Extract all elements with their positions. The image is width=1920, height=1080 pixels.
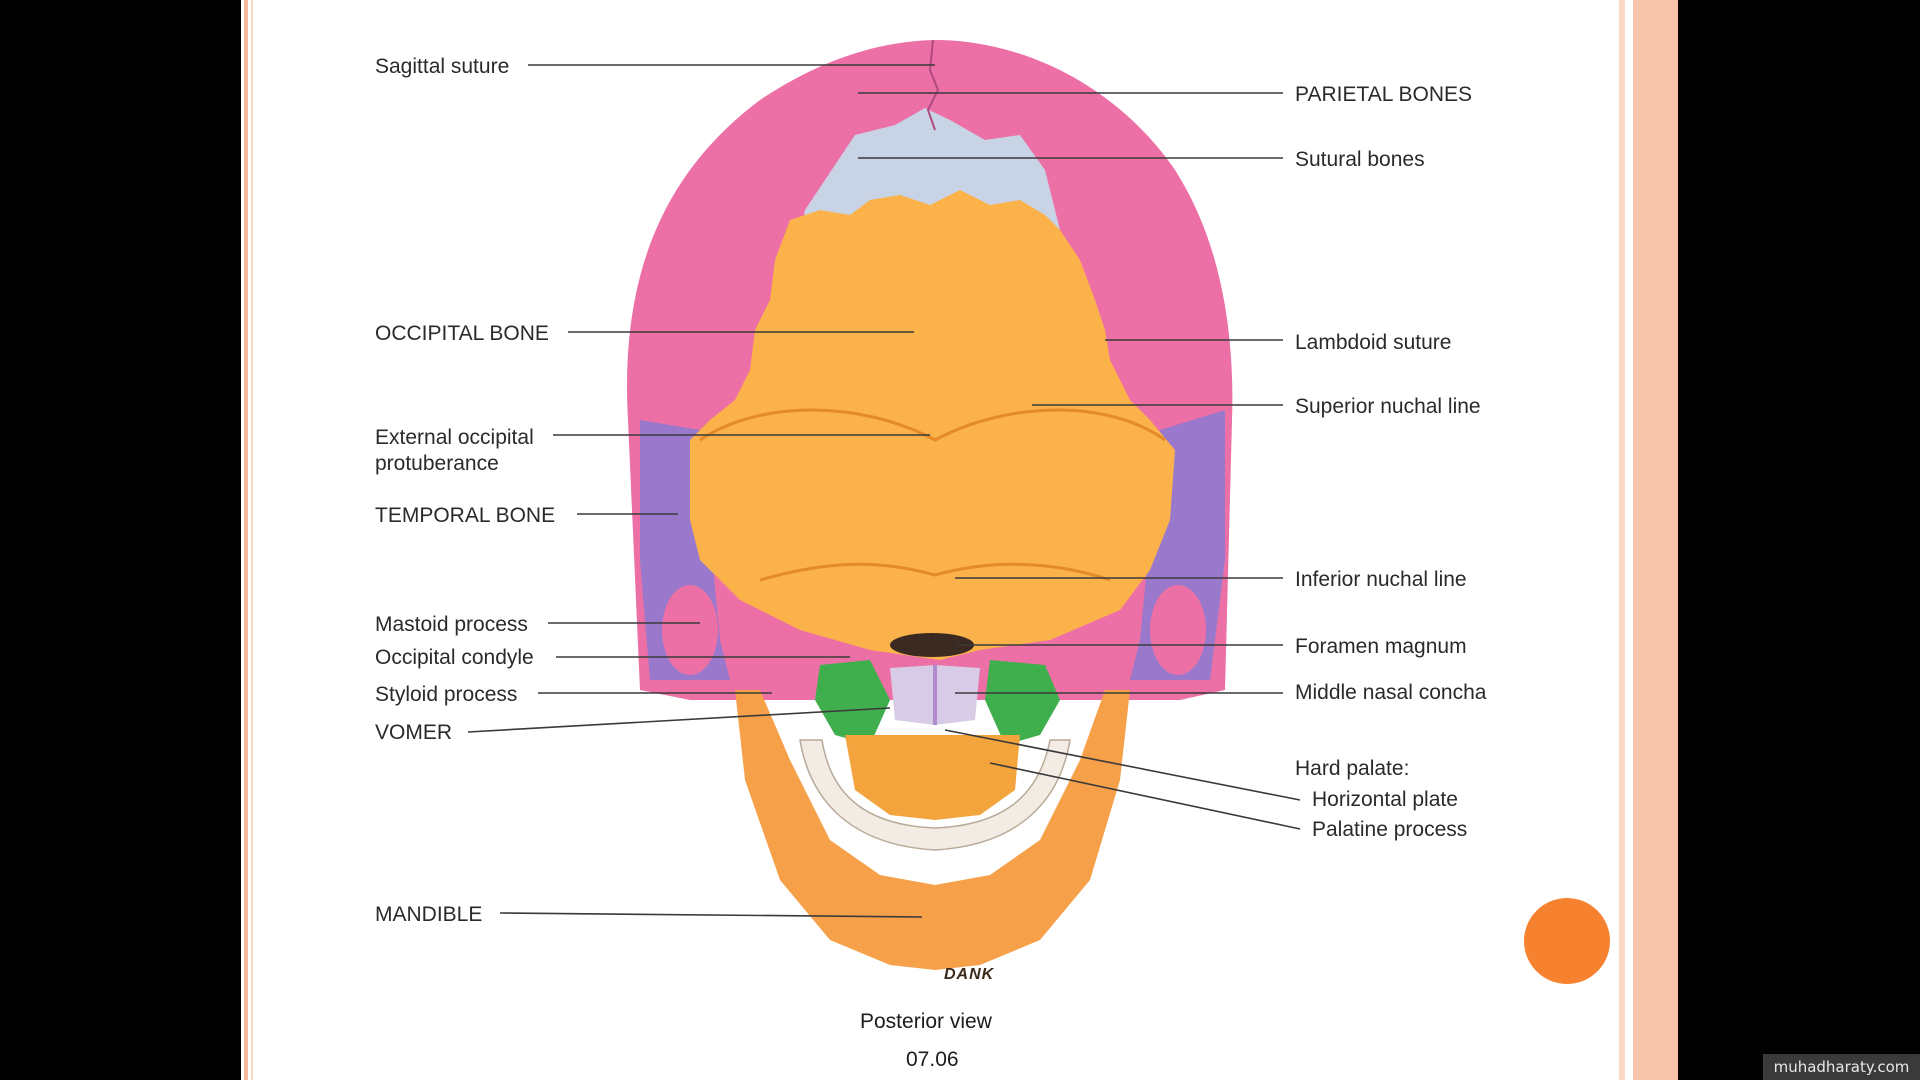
nasal-concha-right bbox=[985, 660, 1060, 745]
label-occipital-bone: OCCIPITAL BONE bbox=[375, 322, 549, 345]
foramen-magnum-shape bbox=[890, 633, 974, 657]
occipital-bone-shape bbox=[690, 190, 1175, 660]
label-horizontal-plate: Horizontal plate bbox=[1312, 788, 1458, 811]
mastoid-right bbox=[1150, 585, 1206, 675]
label-mandible: MANDIBLE bbox=[375, 903, 483, 926]
hard-palate-shape bbox=[845, 735, 1020, 820]
label-lambdoid-suture: Lambdoid suture bbox=[1295, 331, 1452, 354]
superior-nuchal-curve bbox=[699, 408, 1166, 442]
label-external-occipital-line2: protuberance bbox=[375, 452, 499, 475]
label-mastoid-process: Mastoid process bbox=[375, 613, 528, 636]
caption-view: Posterior view bbox=[860, 1010, 992, 1033]
label-temporal-bone: TEMPORAL BONE bbox=[375, 504, 556, 527]
label-foramen-magnum: Foramen magnum bbox=[1295, 635, 1467, 658]
label-sagittal-suture: Sagittal suture bbox=[375, 55, 510, 78]
label-sutural-bones: Sutural bones bbox=[1295, 148, 1425, 171]
inferior-nuchal-curve bbox=[759, 562, 1111, 582]
left-border-stripe bbox=[244, 0, 248, 1080]
right-border-stripe bbox=[1633, 0, 1678, 1080]
label-palatine-process: Palatine process bbox=[1312, 818, 1468, 841]
caption-figure-number: 07.06 bbox=[906, 1048, 959, 1071]
label-superior-nuchal-line: Superior nuchal line bbox=[1295, 395, 1481, 418]
mandible-shape bbox=[735, 690, 1130, 970]
label-styloid-process: Styloid process bbox=[375, 683, 518, 706]
right-black-bar bbox=[1678, 0, 1920, 1080]
label-inferior-nuchal-line: Inferior nuchal line bbox=[1295, 568, 1467, 591]
accent-circle bbox=[1524, 898, 1610, 984]
label-vomer: VOMER bbox=[375, 721, 453, 744]
label-parietal-bones: PARIETAL BONES bbox=[1295, 83, 1472, 106]
mastoid-left bbox=[662, 585, 718, 675]
label-external-occipital-line1: External occipital bbox=[375, 426, 534, 449]
left-black-bar bbox=[0, 0, 241, 1080]
right-border-stripe-thin bbox=[1619, 0, 1625, 1080]
label-occipital-condyle: Occipital condyle bbox=[375, 646, 534, 669]
label-middle-nasal-concha: Middle nasal concha bbox=[1295, 681, 1487, 704]
watermark: muhadharaty.com bbox=[1763, 1054, 1920, 1080]
sutural-bone-shape bbox=[800, 108, 1060, 235]
label-hard-palate: Hard palate: bbox=[1295, 757, 1410, 780]
left-border-stripe-thin bbox=[251, 0, 253, 1080]
artist-signature: DANK bbox=[944, 966, 995, 983]
sagittal-suture-line bbox=[926, 39, 940, 131]
vomer-center bbox=[933, 665, 937, 725]
